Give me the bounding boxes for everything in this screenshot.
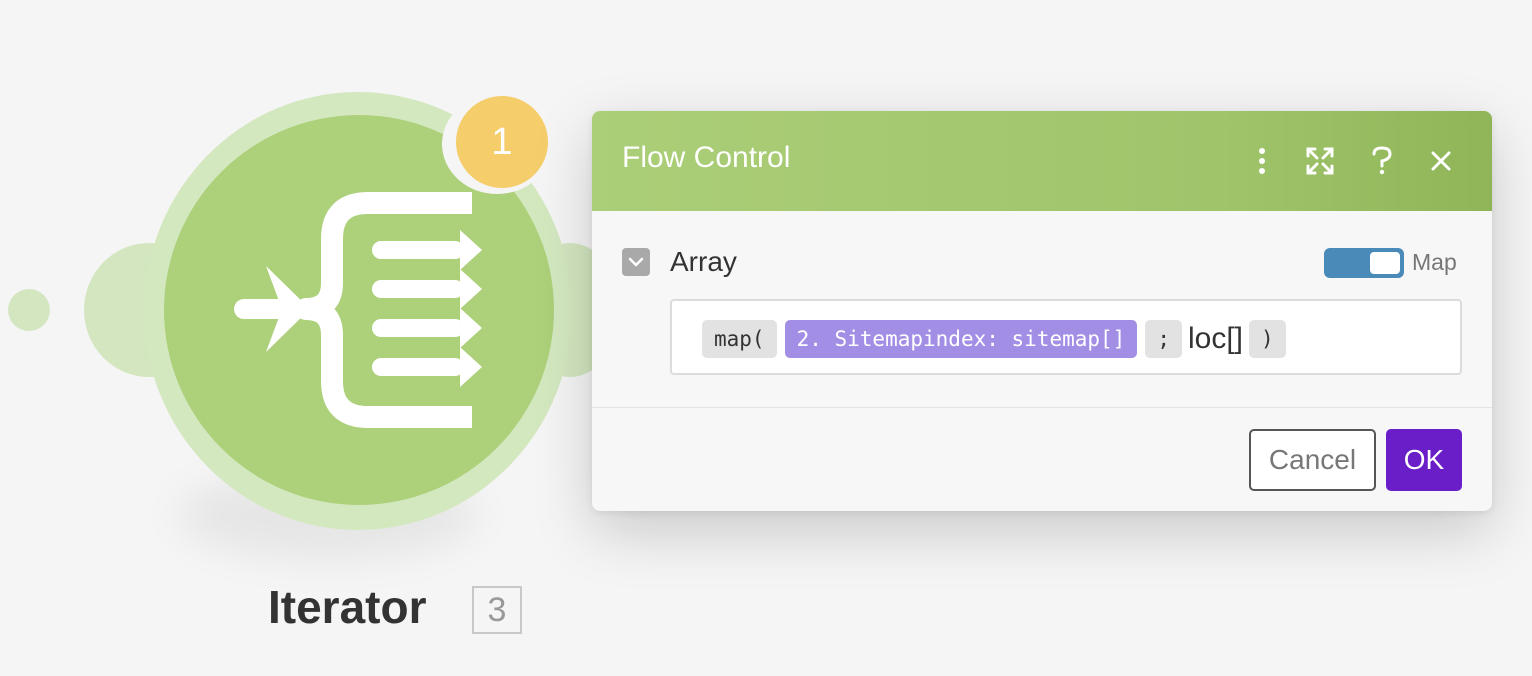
close-icon <box>1431 151 1451 171</box>
iterator-icon <box>234 192 482 428</box>
ok-button[interactable]: OK <box>1386 429 1462 491</box>
function-pill-close[interactable]: ) <box>1249 320 1286 358</box>
module-id-badge: 3 <box>472 586 522 634</box>
module-title: Iterator <box>268 581 427 633</box>
operation-count-badge[interactable]: 1 <box>456 96 548 188</box>
field-collapse-toggle[interactable] <box>622 248 650 276</box>
array-field-label: Array <box>670 246 737 277</box>
dialog-header: Flow Control <box>592 111 1492 211</box>
close-button[interactable] <box>1419 139 1463 183</box>
more-options-button[interactable] <box>1240 139 1284 183</box>
iterator-module[interactable]: 1 Iterator 3 <box>0 0 620 676</box>
dialog-footer-divider <box>592 407 1492 408</box>
array-expression-input[interactable]: map( 2. Sitemapindex: sitemap[] ; loc[] … <box>670 299 1462 375</box>
expression-content: map( 2. Sitemapindex: sitemap[] ; loc[] … <box>702 320 1286 358</box>
flow-control-dialog: Flow Control <box>592 111 1492 511</box>
dialog-title: Flow Control <box>622 141 791 174</box>
help-button[interactable] <box>1360 139 1404 183</box>
separator-pill[interactable]: ; <box>1145 320 1182 358</box>
more-vertical-icon <box>1259 148 1265 174</box>
map-toggle-knob <box>1370 252 1400 274</box>
map-toggle-label: Map <box>1412 249 1457 275</box>
cancel-button[interactable]: Cancel <box>1249 429 1376 491</box>
expand-button[interactable] <box>1298 139 1342 183</box>
chevron-down-icon <box>628 257 644 267</box>
key-text: loc[] <box>1187 322 1243 355</box>
expand-icon <box>1306 147 1334 175</box>
array-field-row: Array Map <box>622 246 1462 288</box>
function-pill-map-open[interactable]: map( <box>702 320 777 358</box>
map-toggle[interactable] <box>1324 248 1404 278</box>
connection-port[interactable] <box>8 289 50 331</box>
help-icon <box>1372 146 1392 175</box>
variable-pill-sitemap[interactable]: 2. Sitemapindex: sitemap[] <box>784 320 1138 358</box>
